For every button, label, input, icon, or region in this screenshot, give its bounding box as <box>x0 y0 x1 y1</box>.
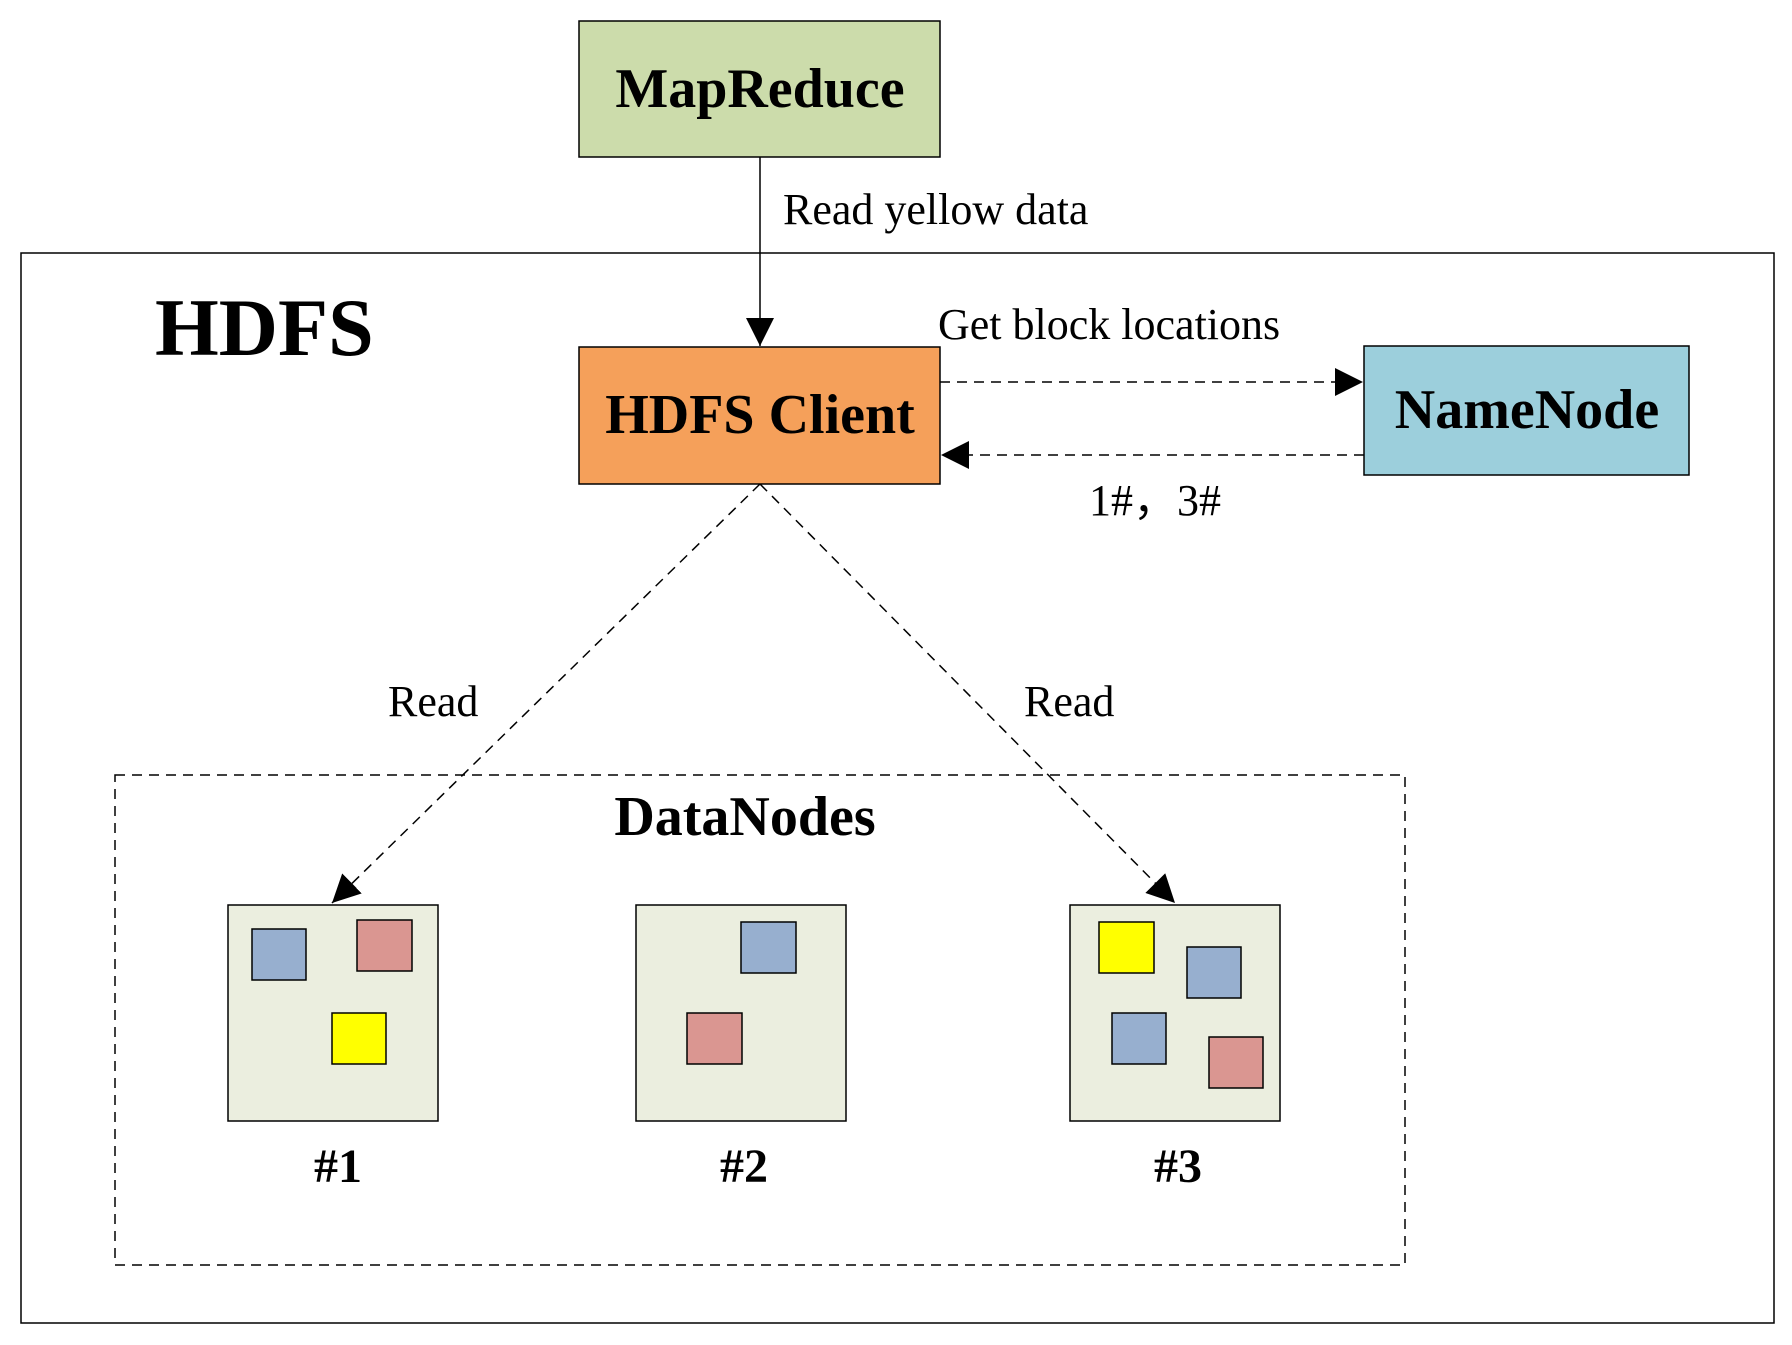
block-blue <box>251 928 307 981</box>
edge-client-dn3 <box>759 483 1176 904</box>
block-red <box>686 1012 743 1065</box>
hdfs-container <box>20 252 1775 1324</box>
edge-label-block-ids: 1#，3# <box>1089 476 1221 525</box>
block-blue <box>740 921 797 974</box>
datanode-2[interactable]: #2 <box>635 904 847 1193</box>
datanode-1[interactable]: #1 <box>227 904 439 1193</box>
hdfs-client-node[interactable]: HDFS Client <box>578 346 941 485</box>
mapreduce-label: MapReduce <box>615 58 904 120</box>
namenode-label: NameNode <box>1395 379 1659 441</box>
mapreduce-box <box>578 20 941 158</box>
namenode-node[interactable]: NameNode <box>1363 345 1690 476</box>
block-yellow <box>1098 921 1155 974</box>
block-red <box>1208 1036 1264 1089</box>
datanodes-title: DataNodes <box>614 786 875 848</box>
datanode-1-label: #1 <box>314 1140 362 1193</box>
hdfs-client-label: HDFS Client <box>605 384 915 446</box>
hdfs-client-box <box>578 346 941 485</box>
block-red <box>356 919 413 972</box>
datanode-2-label: #2 <box>720 1140 768 1193</box>
edge-label-get-block-locations: Get block locations <box>938 300 1280 349</box>
hdfs-title: HDFS <box>155 282 374 373</box>
block-yellow <box>331 1012 387 1065</box>
edge-client-dn1 <box>331 483 761 904</box>
block-blue <box>1111 1012 1167 1065</box>
mapreduce-node[interactable]: MapReduce <box>578 20 941 158</box>
datanodes-container <box>114 774 1406 1266</box>
namenode-box <box>1363 345 1690 476</box>
edge-label-read-dn1: Read <box>388 677 478 726</box>
block-blue <box>1186 946 1242 999</box>
datanode-3-label: #3 <box>1154 1140 1202 1193</box>
datanode-3[interactable]: #3 <box>1069 904 1281 1193</box>
edge-label-read-dn3: Read <box>1024 677 1114 726</box>
edge-label-read-yellow: Read yellow data <box>783 185 1088 234</box>
